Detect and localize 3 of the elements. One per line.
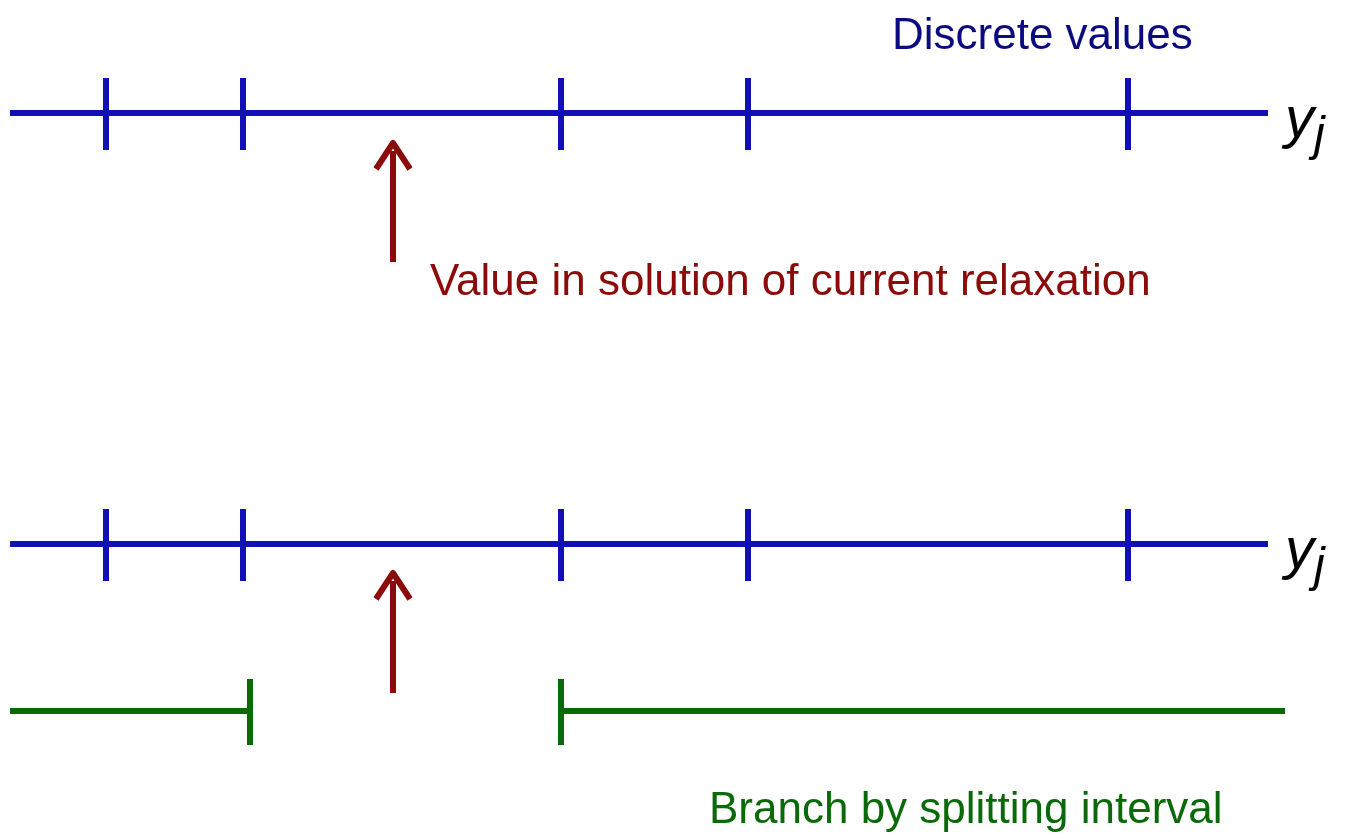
annotation-text: Discrete values (892, 12, 1193, 56)
annotation-text: Value in solution of current relaxation (430, 258, 1151, 302)
annotation-text: Branch by splitting interval (709, 786, 1223, 830)
